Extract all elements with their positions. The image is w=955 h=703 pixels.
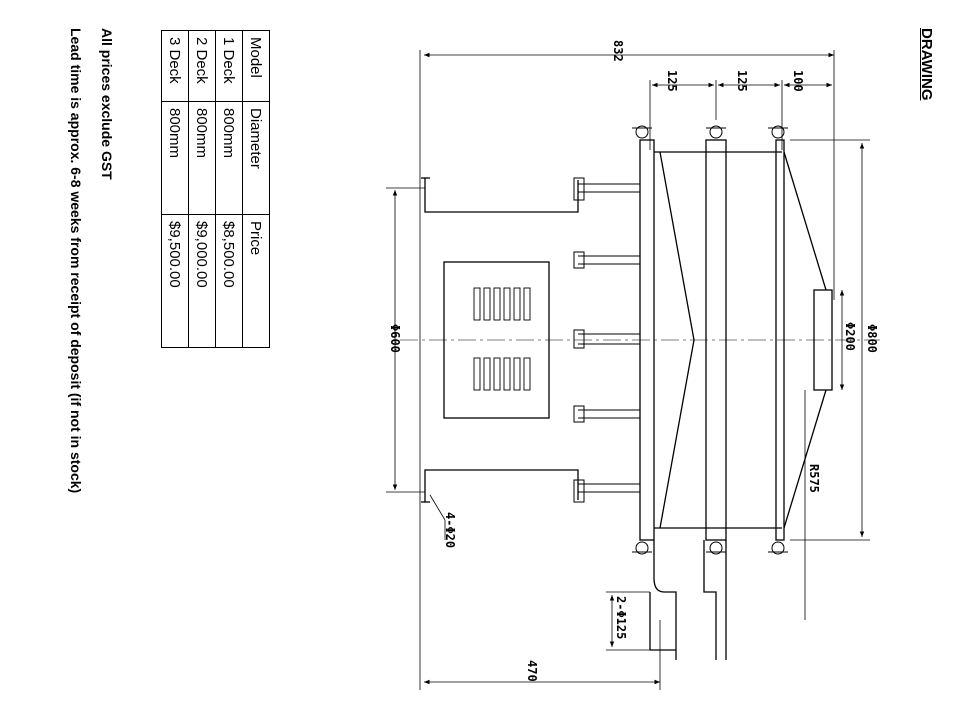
dim-radius: R575 [807, 464, 821, 493]
dim-spacing-b: 125 [735, 70, 749, 92]
dim-spacing-c: 100 [791, 70, 805, 92]
dim-bolt-holes: 4-Φ20 [443, 512, 457, 548]
dim-overall-length: 832 [611, 40, 625, 62]
dim-dia-600: Φ600 [388, 324, 402, 353]
dim-spacing-a: 125 [665, 70, 679, 92]
dim-outlets: 2-Φ125 [614, 596, 628, 639]
dim-dia-200: Φ200 [843, 322, 857, 351]
dim-base-height: 470 [525, 660, 539, 682]
dim-dia-800: Φ800 [865, 324, 879, 353]
